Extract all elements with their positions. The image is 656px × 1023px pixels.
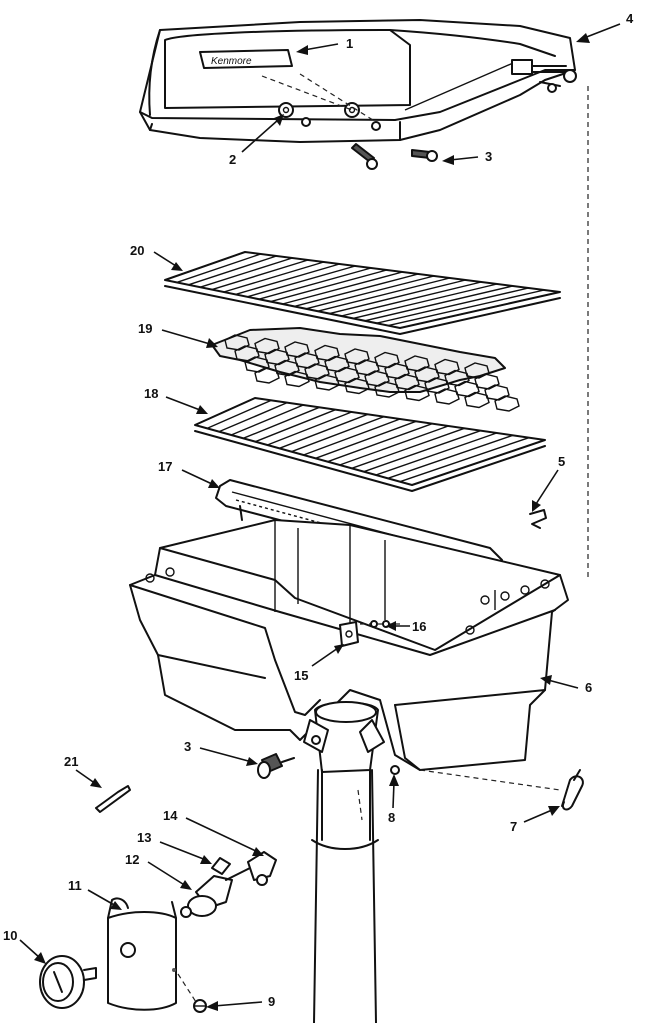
valve-assembly-line [357, 789, 363, 821]
callout-number: 6 [585, 680, 592, 695]
cooking-grid [164, 251, 561, 335]
callout-number: 3 [184, 739, 191, 754]
callout-4: 4 [576, 11, 634, 43]
callout-10: 10 [3, 928, 46, 964]
callout-13: 13 [137, 830, 212, 864]
callout-number: 12 [125, 852, 139, 867]
callout-number: 14 [163, 808, 178, 823]
control-knob [39, 955, 97, 1009]
burner-clip [529, 509, 547, 529]
bowl-bolt [257, 753, 295, 779]
callout-18: 18 [144, 386, 208, 414]
callout-2: 2 [229, 114, 284, 167]
callout-7: 7 [510, 806, 560, 834]
callout-11: 11 [68, 878, 122, 910]
callout-number: 1 [346, 36, 353, 51]
callout-6: 6 [540, 675, 592, 695]
electrode-bracket [339, 620, 400, 647]
lava-rock [211, 327, 520, 412]
callout-number: 21 [64, 754, 78, 769]
callout-number: 3 [485, 149, 492, 164]
callout-12: 12 [125, 852, 192, 890]
hairpin-assembly-line [419, 769, 561, 791]
callout-16: 16 [386, 619, 426, 634]
callout-21: 21 [64, 754, 102, 788]
callout-number: 16 [412, 619, 426, 634]
callout-17: 17 [158, 459, 220, 488]
callout-number: 7 [510, 819, 517, 834]
support-post [303, 701, 385, 1023]
nameplate: Kenmore [199, 49, 293, 69]
lid-grommets [261, 73, 381, 131]
callout-3-lower: 3 [184, 739, 258, 766]
rock-grate [194, 397, 546, 492]
bowl-screw [390, 765, 400, 775]
callout-5: 5 [532, 454, 565, 512]
callout-number: 13 [137, 830, 151, 845]
callout-number: 17 [158, 459, 172, 474]
callout-1: 1 [296, 36, 353, 55]
callout-number: 19 [138, 321, 152, 336]
grill-lid [139, 19, 577, 143]
brand-nameplate-text: Kenmore [211, 56, 252, 67]
callout-number: 11 [68, 878, 82, 893]
control-panel [107, 897, 177, 1011]
callout-20: 20 [130, 243, 183, 271]
callout-number: 2 [229, 152, 236, 167]
panel-screw [177, 973, 207, 1013]
callout-19: 19 [138, 321, 218, 348]
callout-number: 5 [558, 454, 565, 469]
callout-8: 8 [388, 774, 399, 825]
gas-valve [180, 851, 277, 918]
callout-number: 18 [144, 386, 158, 401]
electrode-wire [95, 785, 131, 813]
callout-number: 10 [3, 928, 17, 943]
callout-15: 15 [294, 644, 344, 683]
hairpin-cotter [561, 769, 584, 811]
callout-number: 4 [626, 11, 634, 26]
callout-number: 9 [268, 994, 275, 1009]
callout-9: 9 [206, 994, 275, 1011]
callout-number: 8 [388, 810, 395, 825]
callout-number: 20 [130, 243, 144, 258]
callout-3-upper: 3 [442, 149, 492, 165]
lid-bolts [351, 143, 438, 170]
callout-number: 15 [294, 668, 308, 683]
callout-14: 14 [163, 808, 264, 856]
